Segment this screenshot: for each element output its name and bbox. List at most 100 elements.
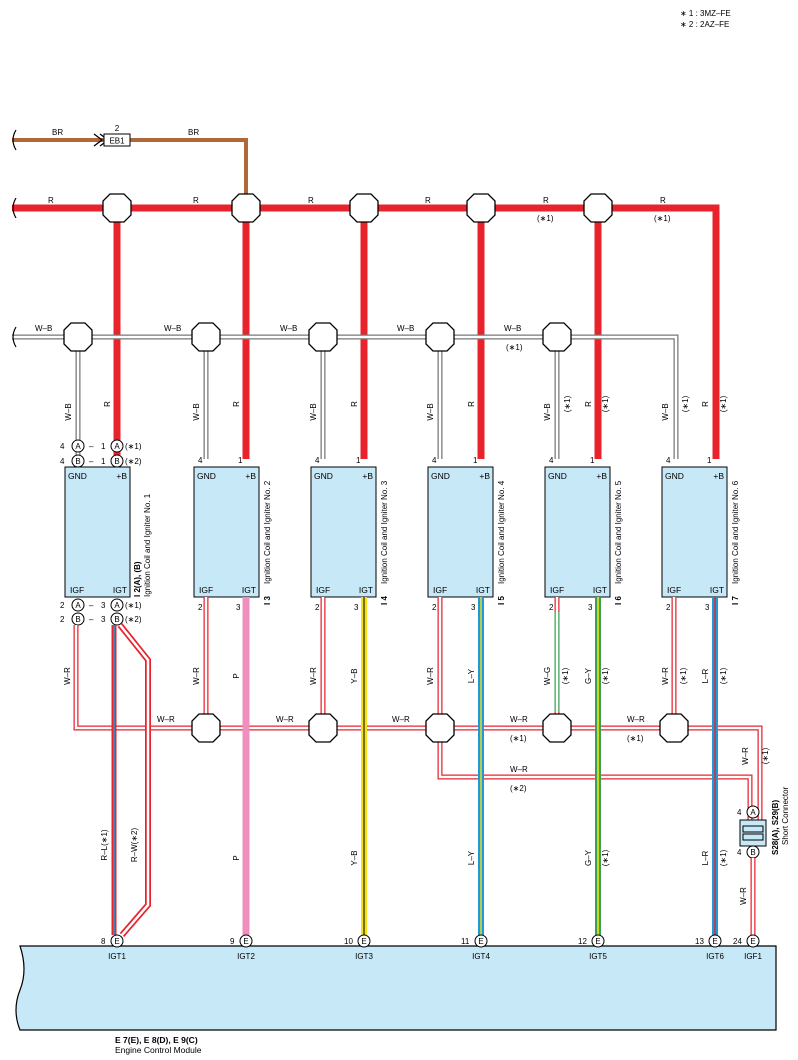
sc-pin-top: 4 [737,808,742,817]
wr-label-1: W–R [157,715,175,724]
c2-pin-igf: 2 [198,603,203,612]
ecm-pin-igf1: E 24 IGF1 [733,934,762,961]
br-label-right: BR [188,128,199,137]
coil-box-2 [193,466,260,598]
sc-name: Short Connector [781,786,790,845]
wr-note-5: (∗1) [627,734,644,743]
c3-pin-gnd: 4 [315,456,320,465]
c1-note-2: (∗2) [125,457,142,466]
c4-pin-gnd: 4 [432,456,437,465]
ecm-id: E 7(E), E 8(D), E 9(C) [115,1035,198,1045]
c3-pb: +B [362,471,373,481]
c6-vwr-note: (∗1) [679,667,688,684]
c1-note-1: (∗1) [125,442,142,451]
svg-text:10: 10 [344,937,353,946]
wr-bus [73,597,763,820]
c1-letter-tb: B [114,615,119,624]
note-2: ∗ 2 : 2AZ–FE [680,20,729,29]
wb-label-1: W–B [35,324,52,333]
c2-vwb: W–B [192,403,201,420]
c1-rw-label: R–W(∗2) [130,828,139,863]
c6-vr: R [701,401,710,407]
svg-text:8: 8 [101,937,106,946]
c1-dash-c: – [89,601,94,610]
c4-pin-igt: 3 [471,603,476,612]
c5-sig2: G–Y [584,849,593,866]
eb1-pin: 2 [115,124,120,133]
igt-wires [111,597,718,937]
coil-3-name: Ignition Coil and Igniter No. 3 [380,480,389,584]
c5-igt: IGT [593,585,607,595]
svg-text:E: E [361,937,366,946]
c5-gnd: GND [548,471,567,481]
c5-pb: +B [596,471,607,481]
c6-vr-note: (∗1) [719,395,728,412]
coil1-bottom-pins: 2 A – 3 A (∗1) 2 B – 3 B (∗2) [60,598,142,626]
svg-text:13: 13 [695,937,704,946]
c5-sig: G–Y [584,667,593,684]
sc-id: S28(A), S29(B) [771,800,780,855]
coil-names: I 2(A), (B) Ignition Coil and Igniter No… [133,480,740,605]
coil-4-id: I 5 [497,596,506,605]
c3-pin-igt: 3 [354,603,359,612]
c4-vr: R [467,401,476,407]
svg-text:24: 24 [733,937,742,946]
svg-text:IGT2: IGT2 [237,952,255,961]
svg-text:IGF1: IGF1 [744,952,762,961]
c5-vr: R [584,401,593,407]
coil-1-id: I 2(A), (B) [133,561,142,597]
wr-lower-label: W–R [510,765,528,774]
ecm-pin-igt1: E 8 IGT1 [101,934,126,961]
ecm-pin-igt4: E 11 IGT4 [461,934,490,961]
upper-vertical-labels: W–B R W–B R W–B R W–B R W–B (∗1) R (∗1) … [64,395,728,420]
ecm: E 7(E), E 8(D), E 9(C) Engine Control Mo… [15,945,777,1055]
c3-sig2: Y–B [350,850,359,865]
c5-vwb-note: (∗1) [563,395,572,412]
c6-vwb: W–B [661,403,670,420]
c5-vwr: W–G [543,667,552,685]
svg-text:12: 12 [578,937,587,946]
c1-pb: +B [116,471,127,481]
coil-box-5 [544,466,611,598]
svg-text:IGT5: IGT5 [589,952,607,961]
c1-vwb: W–B [64,403,73,420]
ecm-box [15,945,777,1031]
igt-labels: P P Y–B Y–B L–Y L–Y G–Y (∗1) G–Y (∗1) L–… [100,667,728,866]
c6-pin-igt: 3 [705,603,710,612]
coil-box-4 [427,466,494,598]
c5-vwb: W–B [543,403,552,420]
c1-vwr: W–R [63,667,72,685]
r-label-6: R [660,196,666,205]
c1-pin-g4a: 4 [60,442,65,451]
c1-letter-ga: A [75,442,81,451]
c5-vwr-note: (∗1) [561,667,570,684]
c2-sig: P [232,673,241,678]
c1-pin-g1b: 1 [101,457,106,466]
wr-note-4: (∗1) [510,734,527,743]
svg-text:IGT6: IGT6 [706,952,724,961]
c6-pin-pb: 1 [707,456,712,465]
svg-text:9: 9 [230,937,235,946]
c6-pb: +B [713,471,724,481]
coil1-top-pins: 4 A – 1 A (∗1) 4 B – 1 B (∗2) [60,439,142,468]
c4-sig: L–Y [467,668,476,683]
coil-6-id: I 7 [731,596,740,605]
c1-letter-gb: B [75,457,80,466]
svg-text:E: E [478,937,483,946]
c1-letter-fa: A [75,601,81,610]
c5-vr-note: (∗1) [601,395,610,412]
coil-box-labels: GND +B IGF IGT GND +B IGF IGT GND +B IGF… [68,471,724,595]
coil-box-3 [310,466,377,598]
svg-text:IGT4: IGT4 [472,952,490,961]
c3-pin-pb: 1 [356,456,361,465]
c6-gnd: GND [665,471,684,481]
c4-igf: IGF [433,585,447,595]
ecm-pin-igt3: E 10 IGT3 [344,934,373,961]
eb1-connector [103,133,131,147]
c1-note-4: (∗2) [125,615,142,624]
short-connector: A 4 B 4 S28(A), S29(B) Short Connector W… [737,786,790,935]
c1-letter-ra: A [114,442,120,451]
c6-pin-igf: 2 [666,603,671,612]
junctions-bottom [191,713,689,743]
wr-label-5: W–R [627,715,645,724]
